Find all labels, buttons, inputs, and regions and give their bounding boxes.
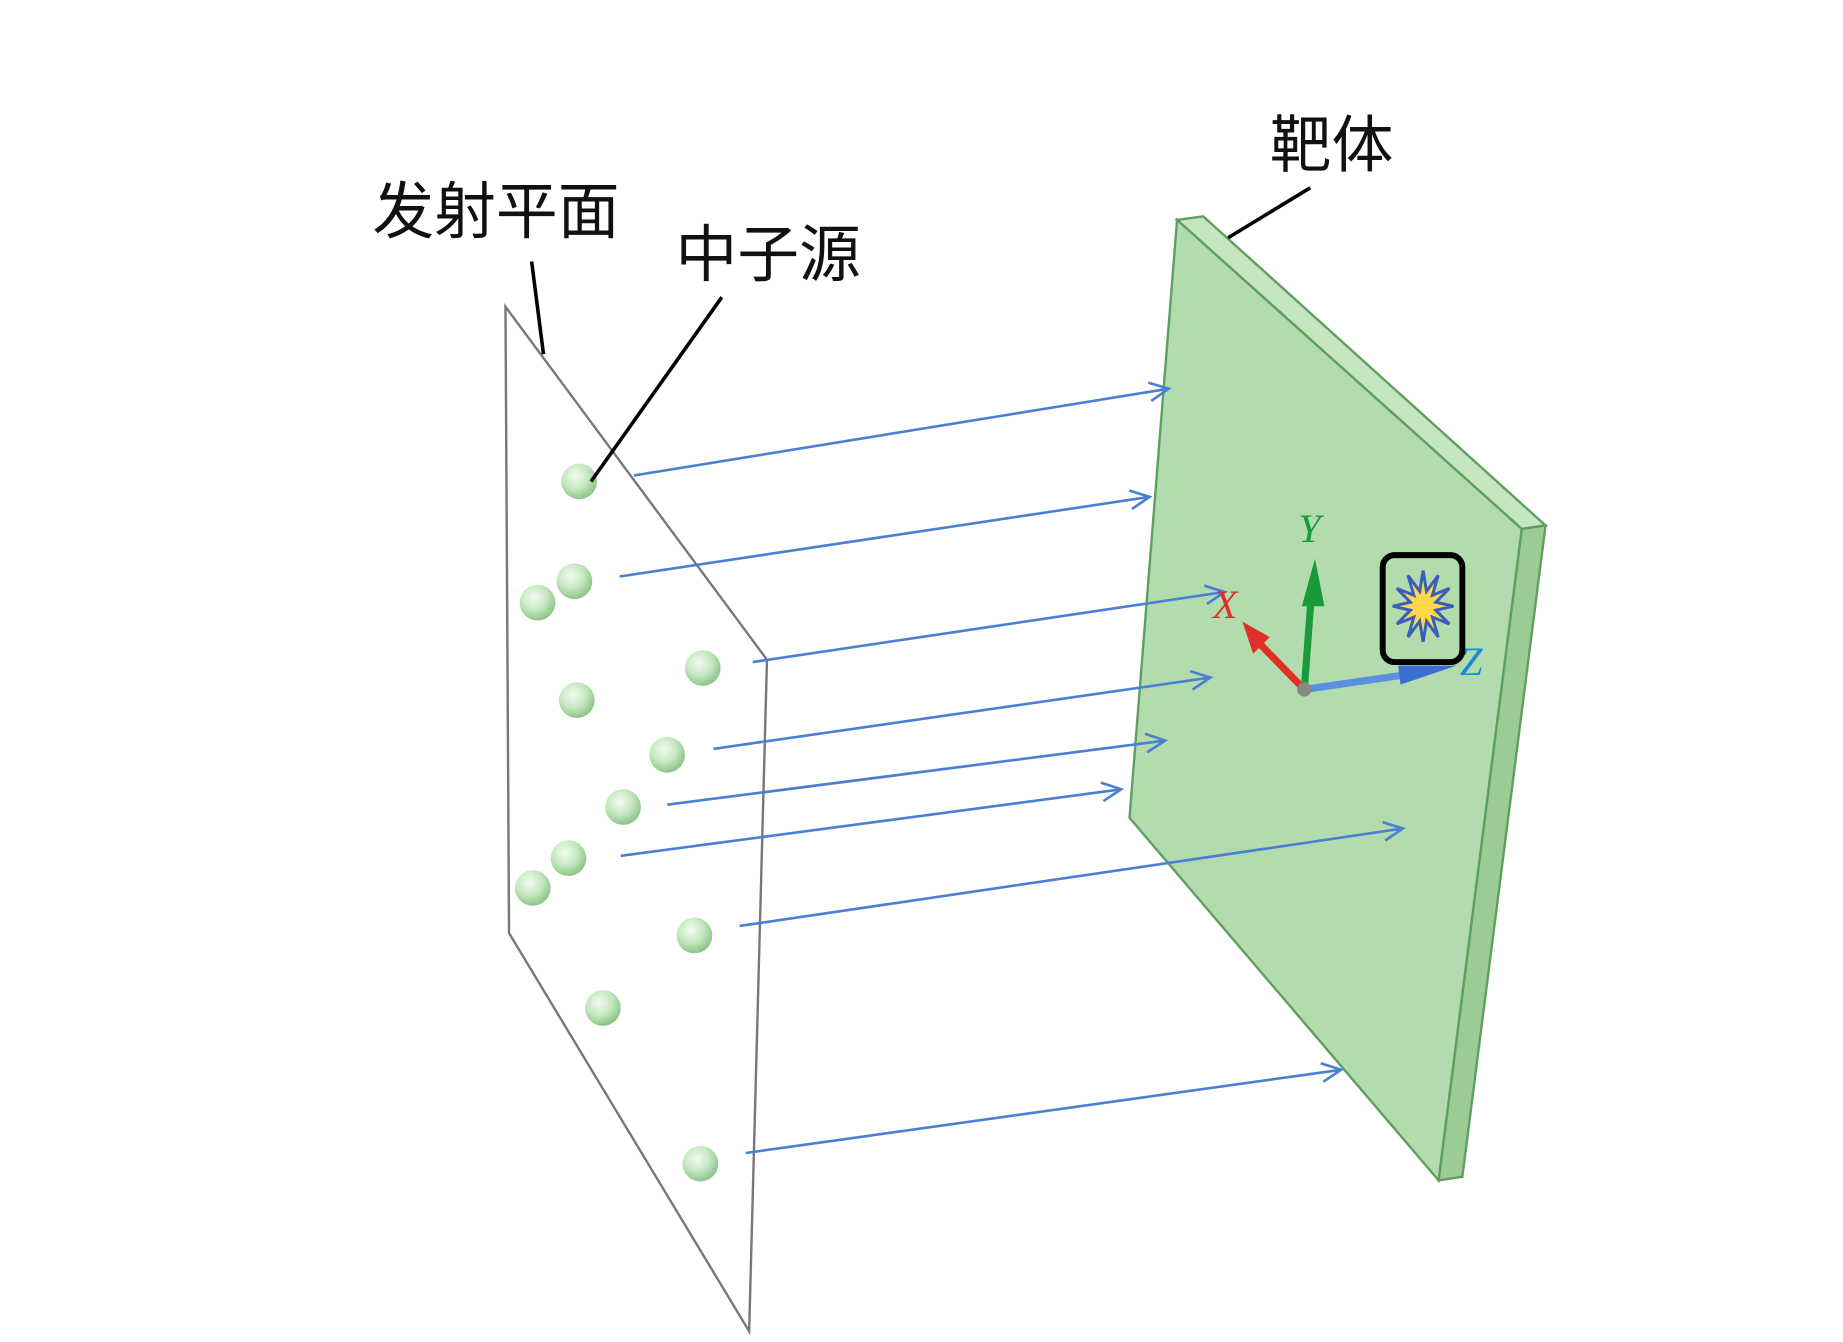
target-leader — [1227, 186, 1312, 240]
x-axis-label: X — [1211, 582, 1239, 627]
target-label: 靶体 — [1270, 109, 1394, 181]
trajectory-arrow — [666, 739, 1166, 807]
neutron-sphere — [649, 736, 685, 773]
arrowhead — [1144, 732, 1169, 754]
neutron-sphere — [519, 584, 556, 621]
target-slab — [1128, 215, 1549, 1184]
coordinate-axes: X Y Z — [1211, 506, 1483, 697]
arrowhead — [1203, 584, 1228, 606]
arrowhead — [1128, 489, 1153, 511]
trajectory-arrow — [739, 827, 1404, 928]
trajectory-arrow — [620, 787, 1122, 858]
arrowhead — [1382, 820, 1406, 842]
z-axis-label: Z — [1460, 639, 1483, 684]
trajectory-arrow — [619, 495, 1150, 578]
neutron-sphere — [682, 1145, 719, 1182]
arrowhead — [1320, 1062, 1345, 1083]
arrowhead — [1147, 381, 1172, 403]
detector-marker — [1379, 552, 1466, 666]
arrowhead — [1100, 781, 1125, 803]
starburst-detector-icon — [1392, 570, 1454, 643]
neutron-sphere — [550, 840, 587, 877]
emission-plane-label: 发射平面 — [372, 176, 619, 248]
neutron-sphere — [514, 870, 551, 906]
neutron-source-leader — [589, 296, 724, 483]
neutron-sphere — [684, 650, 721, 686]
y-axis-arrowhead — [1301, 558, 1325, 607]
trajectory-arrow — [633, 387, 1169, 477]
emission-plane-leader — [529, 261, 546, 355]
emission-plane — [504, 303, 769, 1336]
x-axis-arrowhead — [1242, 621, 1270, 654]
neutron-sphere — [585, 990, 621, 1026]
neutron-sphere — [556, 563, 593, 600]
trajectory-arrow — [713, 676, 1211, 751]
neutron-trajectories — [619, 381, 1406, 1155]
trajectory-arrow — [752, 590, 1225, 664]
arrowhead — [1189, 669, 1214, 691]
neutron-source-label: 中子源 — [675, 219, 860, 291]
z-axis-arrowhead — [1398, 665, 1457, 685]
neutron-sphere — [558, 682, 595, 718]
trajectory-arrow — [745, 1068, 1342, 1155]
neutron-sphere — [676, 917, 713, 954]
neutron-sphere — [561, 463, 597, 500]
neutron-sources — [514, 463, 721, 1182]
y-axis-label: Y — [1298, 506, 1325, 551]
neutron-sphere — [605, 789, 641, 825]
